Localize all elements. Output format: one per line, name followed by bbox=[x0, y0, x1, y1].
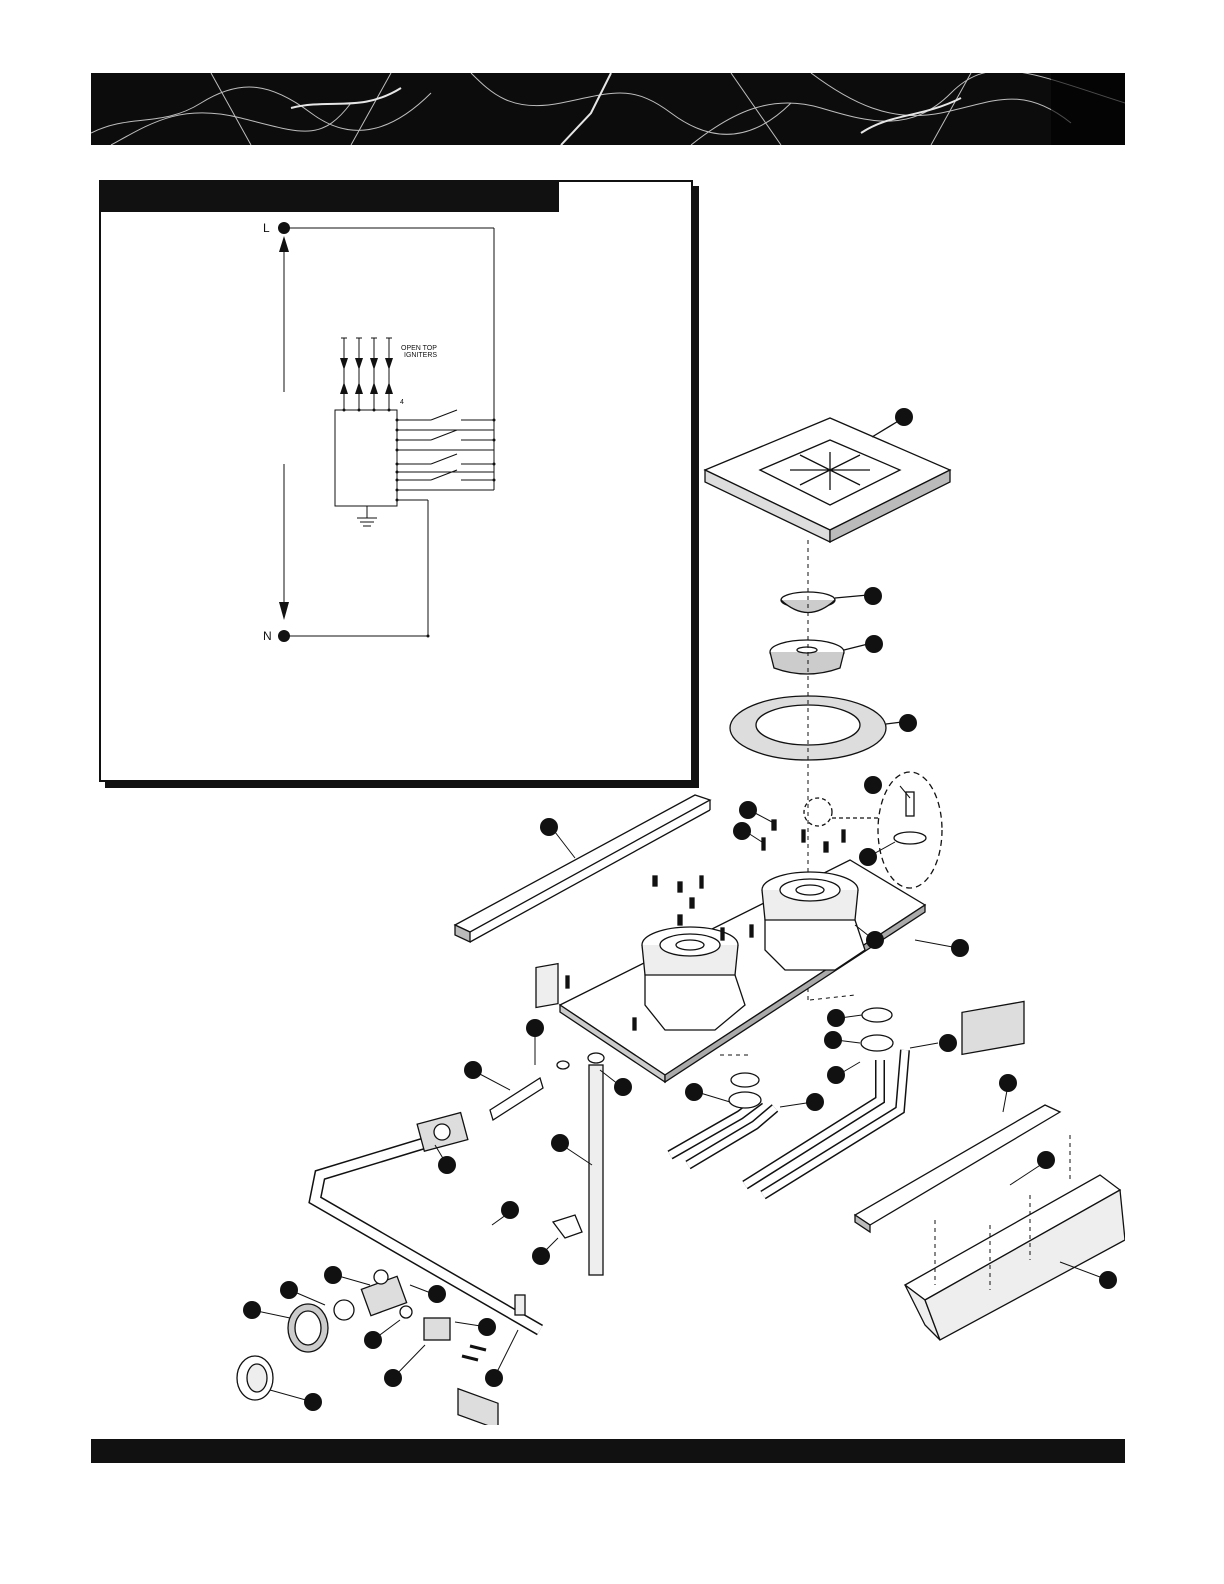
left-burner-bowl bbox=[642, 927, 745, 1030]
mounting-bracket bbox=[553, 1215, 582, 1238]
right-burner-bowl bbox=[762, 872, 865, 970]
igniters-label-line1: OPEN TOP bbox=[401, 345, 437, 352]
control-knob bbox=[237, 1356, 273, 1400]
terminal-l-label: L bbox=[263, 221, 270, 235]
gas-manifold bbox=[315, 1113, 540, 1330]
drip-ring bbox=[730, 696, 902, 760]
front-crossbar bbox=[455, 795, 710, 942]
burner-cap bbox=[781, 592, 868, 613]
marble-header-banner bbox=[91, 73, 1125, 145]
orifice-tube bbox=[490, 964, 569, 1120]
footer-bar bbox=[91, 1439, 1125, 1463]
knob-bezel bbox=[288, 1304, 328, 1352]
terminal-block bbox=[458, 1389, 498, 1425]
module-housing bbox=[905, 1175, 1125, 1340]
spark-switch bbox=[424, 1318, 450, 1340]
igniters-label-line2: IGNITERS bbox=[404, 352, 437, 359]
marble-texture-graphic bbox=[91, 73, 1125, 145]
burner-head bbox=[770, 640, 868, 674]
spark-module bbox=[962, 1001, 1024, 1054]
o-ring bbox=[400, 1306, 412, 1318]
left-venturi-tubes bbox=[670, 1073, 775, 1165]
exploded-parts-diagram bbox=[225, 395, 1125, 1425]
top-grate bbox=[705, 418, 950, 542]
